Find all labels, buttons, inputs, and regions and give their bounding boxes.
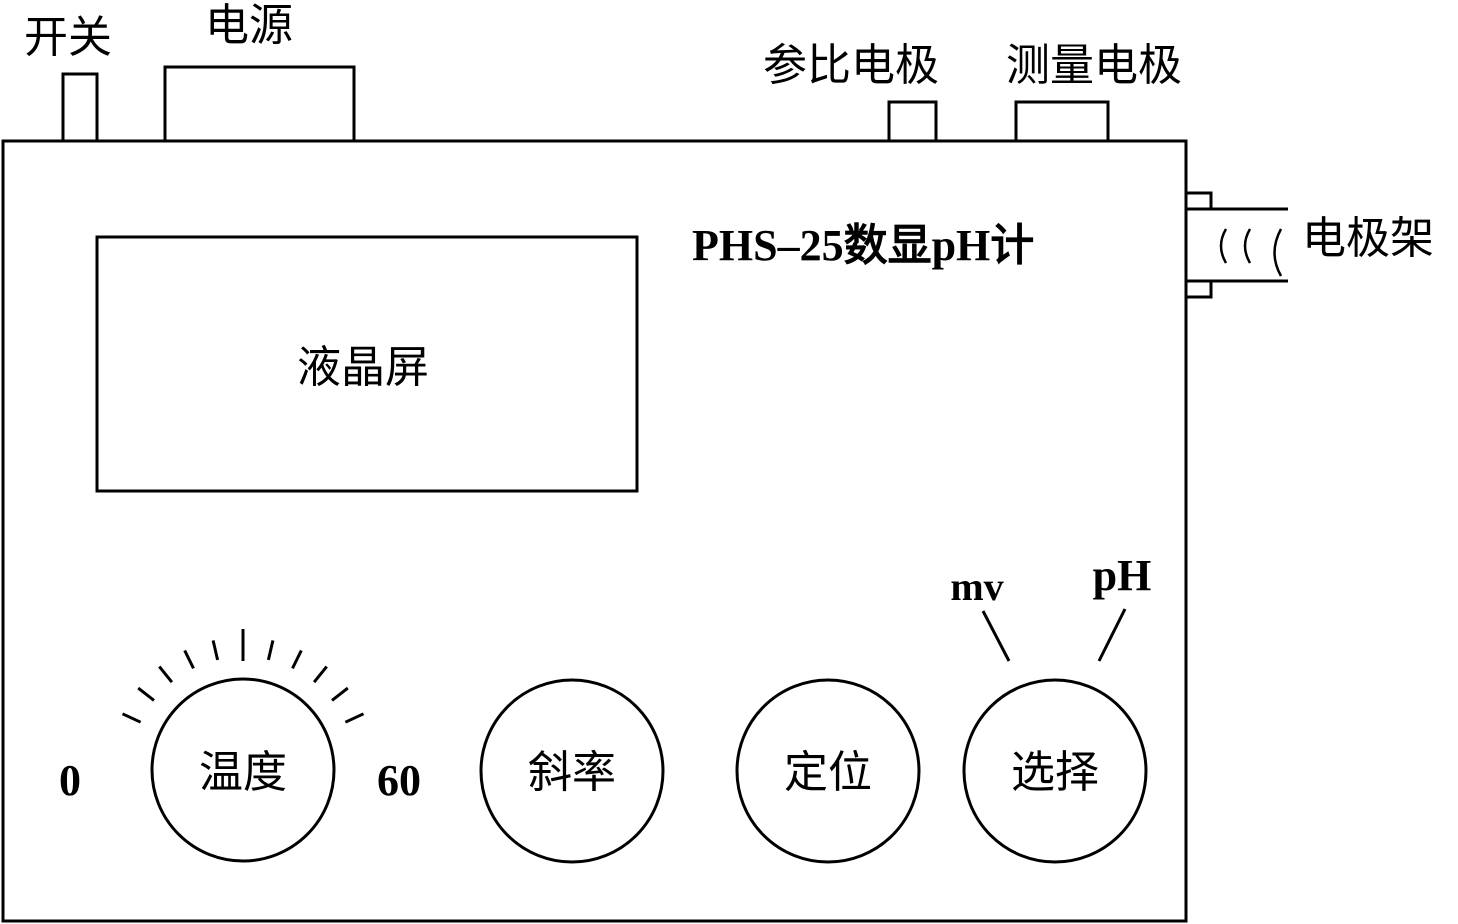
slope-knob-label: 斜率 — [528, 747, 616, 798]
holder-bracket-top — [1184, 191, 1213, 211]
temperature-tick — [344, 712, 365, 724]
temperature-tick — [331, 686, 349, 702]
select-mv-indicator — [981, 610, 1011, 662]
lcd-label: 液晶屏 — [297, 342, 429, 393]
reference-electrode-label: 参比电极 — [763, 40, 939, 91]
temperature-tick — [183, 649, 195, 670]
power-label: 电源 — [205, 0, 293, 51]
select-option-mv: mv — [950, 564, 1003, 609]
select-knob — [962, 678, 1148, 864]
switch-connector — [61, 72, 99, 143]
electrode-holder — [1184, 191, 1288, 299]
temperature-tick — [266, 640, 275, 661]
meter-body — [1, 139, 1188, 923]
switch-label: 开关 — [24, 12, 112, 63]
lcd-screen — [95, 235, 639, 493]
calibrate-knob — [735, 678, 921, 864]
measuring-electrode-socket — [1014, 100, 1110, 143]
temperature-tick — [211, 640, 220, 661]
power-connector — [163, 65, 356, 143]
select-ph-indicator — [1097, 608, 1127, 662]
temperature-knob — [150, 677, 336, 863]
temperature-tick — [312, 665, 328, 684]
temperature-scale-ticks — [121, 629, 365, 724]
select-knob-label: 选择 — [1011, 747, 1099, 798]
temperature-min-label: 0 — [59, 756, 81, 805]
holder-bracket-bottom — [1184, 279, 1213, 299]
temperature-max-label: 60 — [377, 756, 421, 805]
temperature-tick — [121, 712, 142, 724]
slope-knob — [479, 678, 665, 864]
select-option-ph: pH — [1093, 551, 1152, 600]
model-title: PHS–25数显pH计 — [692, 221, 1034, 270]
temperature-tick — [291, 649, 303, 670]
temperature-tick — [158, 665, 174, 684]
temperature-knob-label: 温度 — [199, 747, 287, 798]
electrode-holder-label: 电极架 — [1302, 213, 1434, 264]
calibrate-knob-label: 定位 — [784, 747, 872, 798]
measuring-electrode-label: 测量电极 — [1006, 40, 1182, 91]
temperature-tick — [137, 686, 155, 702]
reference-electrode-socket — [887, 100, 938, 143]
